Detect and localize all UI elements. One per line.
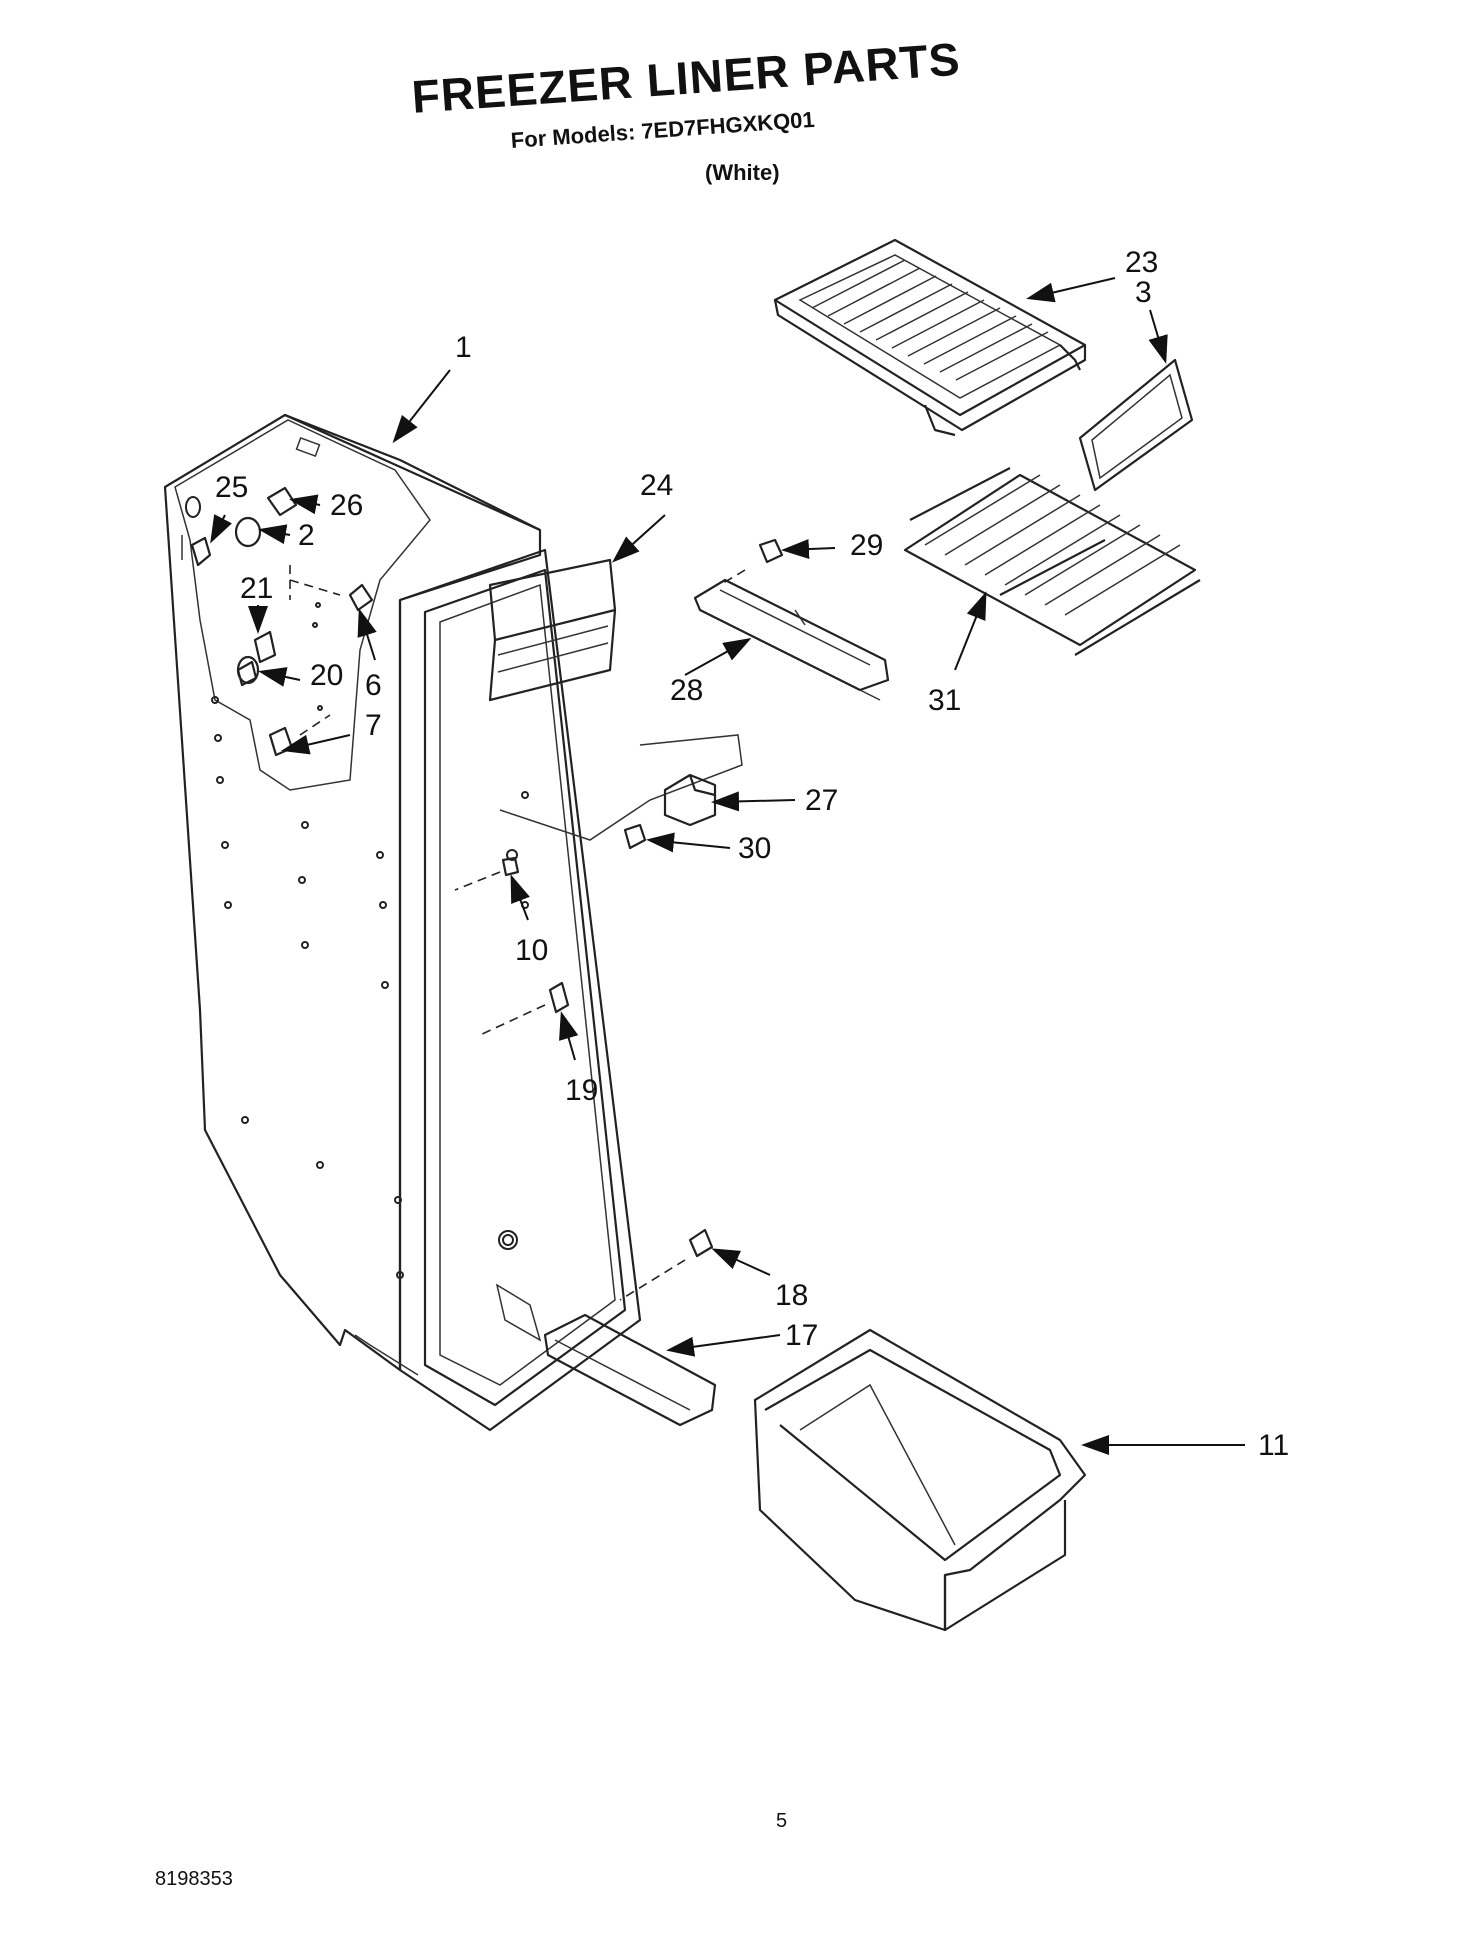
ice-bin xyxy=(753,1328,1087,1632)
shelf-support xyxy=(693,578,890,701)
callout-7: 7 xyxy=(365,709,382,742)
screw-18 xyxy=(619,1228,714,1301)
callout-labels: 1 2 3 6 7 10 11 17 18 19 20 21 23 24 25 … xyxy=(215,246,1289,1462)
callout-24: 24 xyxy=(640,469,673,502)
model-color: (White) xyxy=(705,160,780,185)
grille xyxy=(543,1313,717,1427)
callout-21: 21 xyxy=(240,572,273,605)
screw-29 xyxy=(719,538,784,586)
callout-3: 3 xyxy=(1135,276,1152,309)
shelf-panel xyxy=(1078,358,1194,492)
callout-17: 17 xyxy=(785,1319,818,1352)
callout-30: 30 xyxy=(738,832,771,865)
wire-shelf xyxy=(903,467,1201,656)
page-number: 5 xyxy=(776,1810,788,1832)
light-socket xyxy=(499,734,743,850)
callout-6: 6 xyxy=(365,669,382,702)
document-number: 8198353 xyxy=(155,1868,233,1890)
callout-25: 25 xyxy=(215,471,248,504)
leader-lines xyxy=(210,277,1245,1455)
callout-1: 1 xyxy=(455,331,472,364)
callout-20: 20 xyxy=(310,659,343,692)
callout-27: 27 xyxy=(805,784,838,817)
callout-18: 18 xyxy=(775,1279,808,1312)
callout-23: 23 xyxy=(1125,246,1158,279)
callout-28: 28 xyxy=(670,674,703,707)
callout-31: 31 xyxy=(928,684,961,717)
callout-10: 10 xyxy=(515,934,548,967)
upper-shelf xyxy=(773,238,1087,437)
callout-29: 29 xyxy=(850,529,883,562)
screw-10 xyxy=(454,856,520,891)
callout-2: 2 xyxy=(298,519,315,552)
liner-front-panel xyxy=(354,548,642,1432)
callout-19: 19 xyxy=(565,1074,598,1107)
callout-26: 26 xyxy=(330,489,363,522)
clip-19 xyxy=(479,981,570,1036)
callout-11: 11 xyxy=(1258,1429,1289,1462)
freezer-liner xyxy=(163,413,542,1372)
